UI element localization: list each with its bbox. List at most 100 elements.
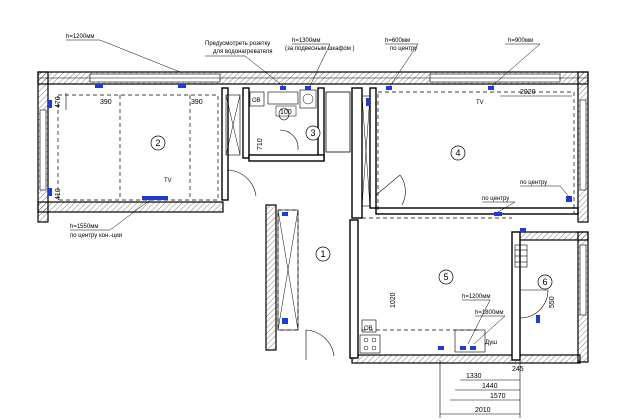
dim-100: 100 (280, 109, 292, 116)
bath-bottom-wall (248, 154, 325, 162)
bath-fixtures: OB OB (249, 89, 528, 354)
dim-710: 710 (257, 138, 264, 150)
note-socket-line2: для водонагревателя (213, 49, 273, 55)
exterior-walls (37, 71, 589, 364)
dim-2020: 2020 (520, 89, 536, 96)
socket (438, 346, 444, 350)
door-room4 (375, 174, 406, 206)
socket (460, 346, 466, 350)
door-bath (279, 129, 299, 151)
note-h600-line2: по центру (390, 46, 417, 52)
socket (520, 228, 526, 232)
windows (39, 73, 587, 316)
note-h600-line1: h=600мм (385, 38, 410, 44)
room2-right-partition (221, 87, 229, 201)
door-room6 (519, 289, 549, 319)
room-3-number: 3 (310, 128, 315, 138)
note-h1200-kitchen: h=1200мм (462, 294, 490, 300)
socket (386, 86, 392, 90)
interior-walls (221, 87, 579, 361)
socket (282, 212, 288, 216)
bathtub (325, 91, 351, 153)
dim-470: 470 (55, 96, 62, 108)
note-center-2: по центру (482, 196, 509, 202)
note-socket-line1: Предусмотреть розетку (205, 41, 270, 47)
note-h1300-line1: h=1300мм (292, 38, 320, 44)
dim-2010: 2010 (475, 407, 491, 414)
socket (280, 86, 286, 90)
note-center-1: по центру (520, 180, 547, 186)
stove (359, 334, 381, 354)
room-6-number: 6 (542, 277, 547, 287)
door-entrance (305, 329, 335, 360)
bath-left-partition (242, 87, 250, 159)
socket (142, 196, 168, 200)
dim-1440: 1440 (482, 383, 498, 390)
socket (282, 318, 288, 324)
dim-1570: 1570 (490, 393, 506, 400)
tv-label-2: TV (164, 178, 172, 184)
socket (305, 86, 311, 90)
dim-410: 410 (55, 188, 62, 200)
dim-245: 245 (512, 366, 524, 373)
ob-label-1: OB (252, 98, 261, 104)
socket (48, 100, 52, 108)
cabinets (225, 91, 371, 331)
socket (494, 212, 502, 216)
dim-390a: 390 (100, 99, 112, 106)
room-5-number: 5 (443, 272, 448, 282)
sink (267, 91, 299, 105)
room6-left-wall (511, 231, 521, 361)
note-h1550-line2: по центру кон.-ции (70, 233, 122, 239)
note-h1800-kitchen: h=1800мм (475, 310, 503, 316)
socket (178, 84, 186, 88)
socket (95, 84, 103, 88)
washer (299, 89, 317, 109)
dim-550: 550 (549, 296, 556, 308)
window-right-room6 (579, 244, 587, 316)
shower-label: Душ (485, 340, 497, 346)
room-3-marker (305, 125, 321, 141)
room4-left-partition (369, 87, 377, 209)
annotations: h=1200мм Предусмотреть розетку для водон… (66, 34, 547, 346)
tv-label-1: TV (476, 100, 484, 106)
dim-1330: 1330 (466, 373, 482, 380)
corridor-left-wall (265, 204, 277, 351)
dim-1020: 1020 (390, 292, 397, 308)
socket (536, 315, 540, 323)
room-2-number: 2 (155, 138, 160, 148)
window-right-room4 (579, 99, 587, 191)
socket (488, 86, 494, 90)
kitchen-sink (454, 329, 486, 353)
socket (470, 346, 476, 350)
door-room2 (227, 169, 257, 200)
dim-390b: 390 (191, 99, 203, 106)
note-h1550-line1: h=1550мм (70, 224, 98, 230)
kitchen-left-wall (349, 219, 359, 359)
toilet (278, 107, 290, 121)
room6-top-wall (517, 231, 589, 241)
room2-bottom-wall (37, 201, 224, 213)
window-left-room2 (39, 109, 47, 191)
room-4-number: 4 (455, 148, 460, 158)
kitchen-bottom-wall (351, 354, 581, 364)
socket (566, 196, 572, 202)
ob-label-2: OB (364, 326, 373, 332)
ob-box-2 (361, 319, 377, 333)
room-numbers: 2 3 4 1 5 6 (150, 128, 553, 290)
bath-right-partition (317, 87, 325, 161)
socket (366, 98, 370, 106)
leaders (66, 39, 571, 345)
room2-zone (57, 94, 219, 201)
sockets (48, 84, 572, 350)
room4-bottom-partition (375, 207, 579, 215)
dimensions: 470 390 390 410 100 710 2020 1020 550 24… (55, 89, 572, 418)
room4-zone (377, 91, 575, 215)
doors (227, 129, 549, 360)
note-h900: h=900мм (508, 38, 533, 44)
socket (48, 188, 52, 196)
center-column-wall (351, 87, 363, 219)
ob-box-1 (249, 91, 265, 107)
note-h1300-line2: (за подвесным шкафом ) (285, 46, 355, 52)
